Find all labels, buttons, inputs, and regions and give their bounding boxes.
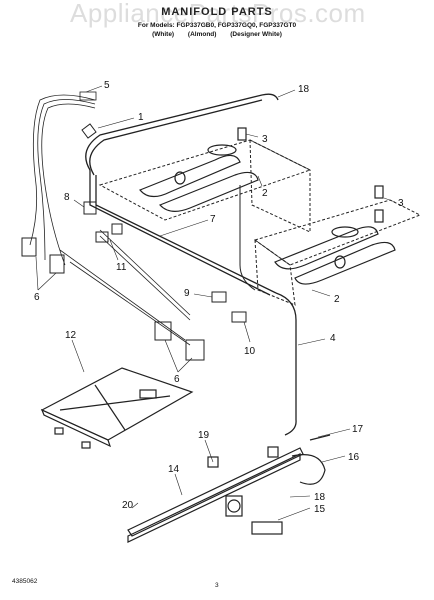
- orifice-bar: [127, 434, 331, 543]
- supply-tube: [275, 292, 297, 436]
- upper-burner-box: [98, 139, 312, 233]
- callout-9: 9: [184, 288, 190, 299]
- callout-3b: 3: [398, 198, 404, 209]
- wire-harness: [29, 91, 191, 346]
- callout-10: 10: [244, 346, 256, 357]
- callout-6: 6: [34, 292, 40, 303]
- manifold-tube: [85, 93, 279, 296]
- callout-19: 19: [198, 430, 210, 441]
- callout-8: 8: [64, 192, 70, 203]
- diagram-title: MANIFOLD PARTS: [161, 6, 273, 18]
- color-variants: (White) (Almond) (Designer White): [0, 31, 434, 38]
- color-designer-white: (Designer White): [230, 31, 282, 38]
- callout-16: 16: [348, 452, 360, 463]
- callout-6b: 6: [174, 374, 180, 385]
- callout-7: 7: [210, 214, 216, 225]
- color-almond: (Almond): [187, 31, 217, 38]
- igniter-switches: [21, 237, 205, 361]
- callout-2b: 2: [334, 294, 340, 305]
- lower-burner-box: [253, 199, 422, 306]
- callout-20: 20: [122, 500, 134, 511]
- watermark: AppliancePartsPros.com: [70, 0, 366, 28]
- page-number: 3: [215, 582, 219, 589]
- burner-valves: [81, 123, 247, 323]
- callout-15: 15: [314, 504, 326, 515]
- model-list: For Models: FGP337GB0, FGP337GQ0, FGP337…: [137, 22, 297, 29]
- callout-12: 12: [65, 330, 77, 341]
- callout-14: 14: [168, 464, 180, 475]
- callout-1: 1: [138, 112, 144, 123]
- callout-17: 17: [352, 424, 364, 435]
- callout-11: 11: [116, 262, 127, 273]
- callout-5: 5: [104, 80, 110, 91]
- callout-18: 18: [298, 84, 310, 95]
- document-number: 4385062: [12, 578, 38, 585]
- callout-4: 4: [330, 333, 336, 344]
- base-plate: [40, 367, 194, 449]
- callout-18b: 18: [314, 492, 326, 503]
- leader-lines: [35, 85, 396, 521]
- callout-3: 3: [262, 134, 268, 145]
- lower-burners: [274, 185, 396, 285]
- callout-2: 2: [262, 188, 268, 199]
- color-white: (White): [152, 31, 175, 38]
